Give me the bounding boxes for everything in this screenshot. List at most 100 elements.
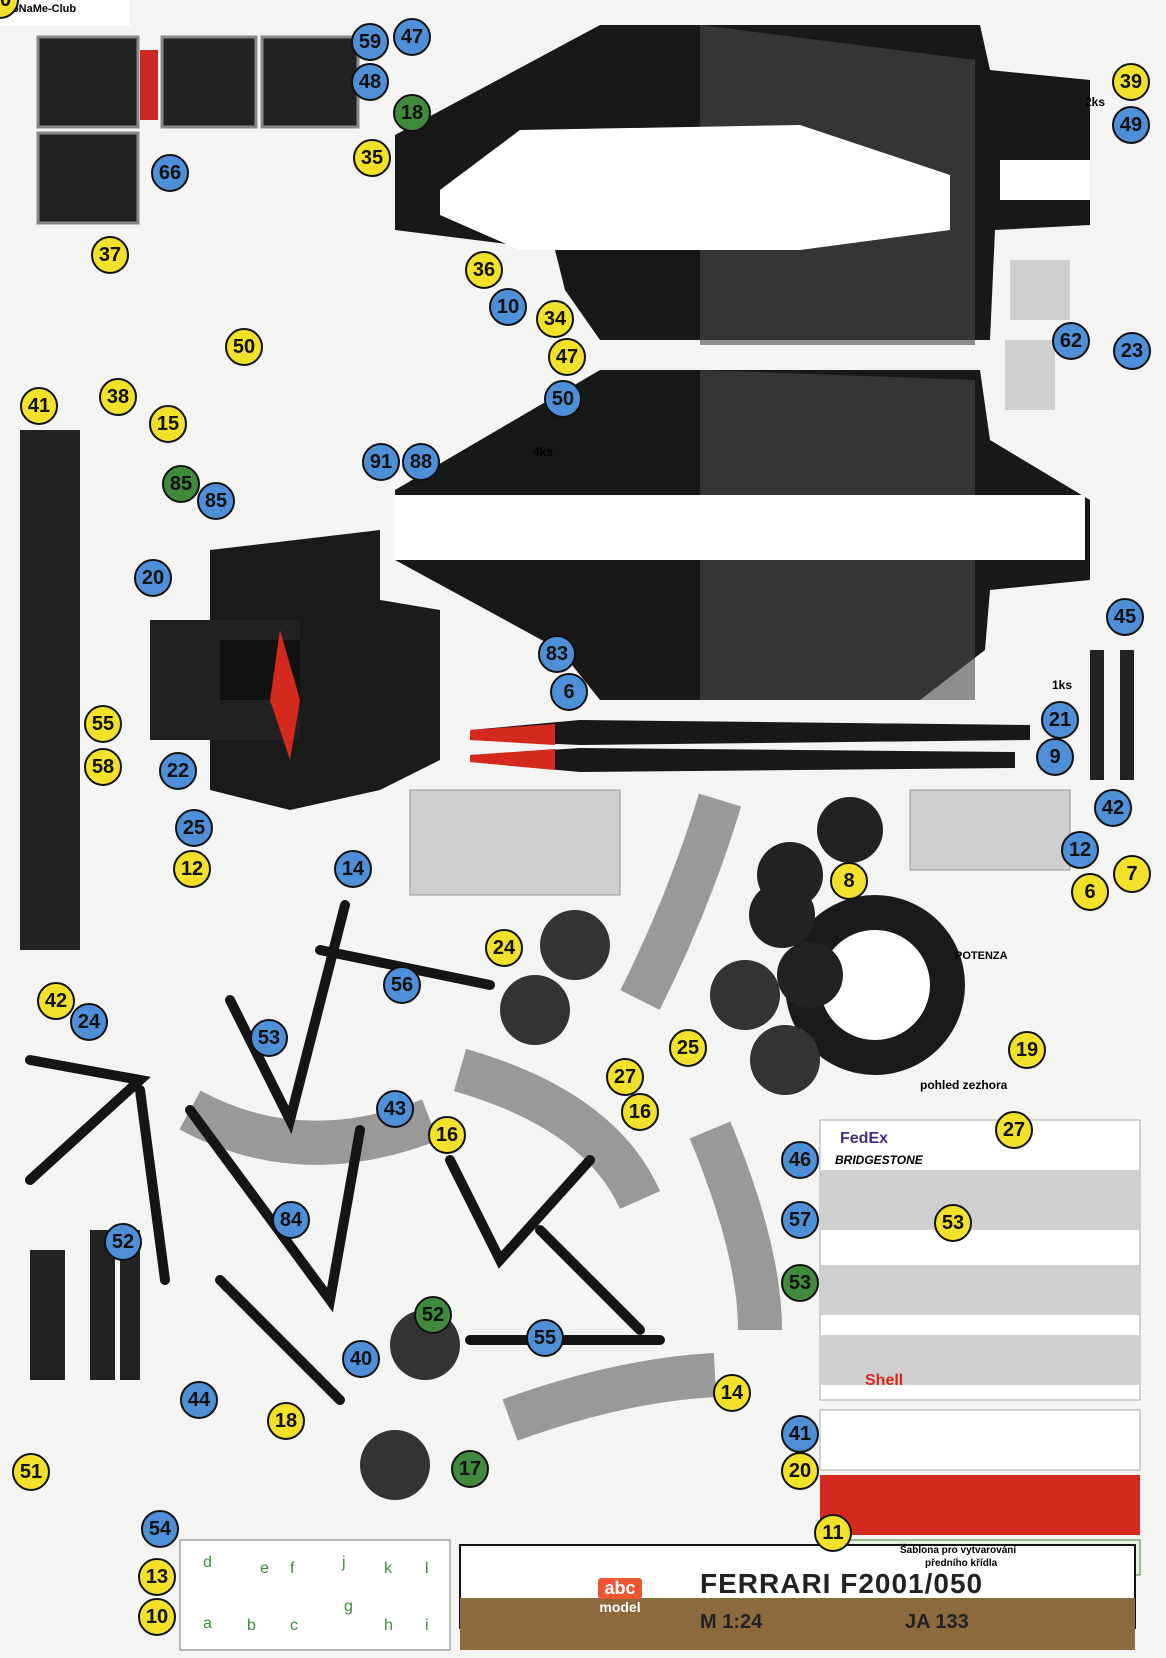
part-badge: 47 (393, 18, 431, 56)
part-badge: 11 (814, 1514, 852, 1552)
part-badge: 16 (428, 1116, 466, 1154)
part-badge: 53 (781, 1264, 819, 1302)
part-badge: 37 (91, 236, 129, 274)
part-badge: 17 (451, 1450, 489, 1488)
top-view-note: pohled zezhora (920, 1078, 1008, 1092)
part-badge: 62 (1052, 322, 1090, 360)
part-badge: 27 (995, 1111, 1033, 1149)
part-nose (470, 720, 1030, 772)
part-badge: 16 (621, 1093, 659, 1131)
part-badge: 6 (550, 673, 588, 711)
assembly-letter: d (203, 1554, 212, 1571)
sponsor-bridgestone: BRIDGESTONE (835, 1153, 923, 1167)
part-badge: 88 (402, 443, 440, 481)
part-badge: 35 (353, 139, 391, 177)
part-badge: 91 (362, 443, 400, 481)
part-badge: 18 (267, 1402, 305, 1440)
assembly-letter: a (203, 1615, 212, 1632)
part-badge: 52 (104, 1223, 142, 1261)
part-badge: 50 (544, 380, 582, 418)
part-badge: 58 (84, 748, 122, 786)
assembly-letter: b (247, 1617, 256, 1634)
part-badge: 12 (1061, 831, 1099, 869)
part-badge: 20 (134, 559, 172, 597)
part-badge: 39 (1112, 63, 1150, 101)
part-badge: 56 (383, 966, 421, 1004)
part-badge: 57 (781, 1201, 819, 1239)
part-side-panels (36, 35, 360, 225)
part-arcs (179, 793, 782, 1441)
sponsor-shell: Shell (865, 1372, 904, 1389)
assembly-letter: j (342, 1554, 346, 1571)
part-badge: 20 (781, 1452, 819, 1490)
part-badge: 24 (70, 1003, 108, 1041)
part-badge: 43 (376, 1090, 414, 1128)
part-badge: 13 (138, 1558, 176, 1596)
assembly-letter: g (344, 1598, 353, 1615)
assembly-letter: f (290, 1560, 295, 1577)
brand-logo: abc model (580, 1578, 660, 1615)
kit-code: JA 133 (905, 1611, 969, 1633)
assembly-letter: k (384, 1560, 392, 1577)
brand-abc: abc (598, 1578, 642, 1599)
qty-1ks: 1ks (1052, 678, 1073, 692)
part-badge: 59 (351, 23, 389, 61)
part-badge: 25 (669, 1029, 707, 1067)
part-badge: 38 (99, 378, 137, 416)
part-wheels (360, 797, 965, 1500)
part-chassis-upper (395, 25, 1090, 345)
part-badge: 84 (272, 1201, 310, 1239)
part-letter-tabs (179, 1539, 451, 1651)
part-badge: 42 (37, 982, 75, 1020)
kit-name: FERRARI F2001/050 (700, 1568, 984, 1599)
part-badge: 19 (1008, 1031, 1046, 1069)
part-badge: 45 (1106, 598, 1144, 636)
part-badge: 24 (485, 929, 523, 967)
template-note-line2: předního křídla (925, 1558, 998, 1569)
sponsor-fedex: FedEx (840, 1130, 889, 1147)
part-badge: 85 (162, 465, 200, 503)
part-badge: 47 (548, 338, 586, 376)
part-badge: 10 (489, 288, 527, 326)
part-badge: 44 (180, 1381, 218, 1419)
part-badge: 55 (84, 705, 122, 743)
part-posts (20, 430, 1134, 1380)
part-bottom-strip (459, 1544, 1136, 1650)
part-badge: 9 (1036, 738, 1074, 776)
part-badge: 52 (414, 1296, 452, 1334)
assembly-letter: e (260, 1560, 269, 1577)
part-badge: 41 (781, 1415, 819, 1453)
kit-scale: M 1:24 (700, 1611, 763, 1633)
part-badge: 49 (1112, 106, 1150, 144)
part-badge: 53 (250, 1019, 288, 1057)
qty-2ks: 2ks (1085, 95, 1106, 109)
part-badge: 10 (138, 1598, 176, 1636)
part-badge: 25 (175, 809, 213, 847)
sponsor-potenza: POTENZA (955, 950, 1008, 962)
part-badge: 54 (141, 1510, 179, 1548)
part-badge: 51 (12, 1453, 50, 1491)
part-badge: 6 (1071, 873, 1109, 911)
part-badge: 7 (1113, 855, 1151, 893)
assembly-letter: i (425, 1617, 429, 1634)
part-badge: 15 (149, 405, 187, 443)
part-cockpit (150, 530, 440, 810)
part-badge: 14 (713, 1374, 751, 1412)
part-badge: 12 (173, 850, 211, 888)
assembly-letter: c (290, 1617, 298, 1634)
part-badge: 18 (393, 94, 431, 132)
template-note-line1: Šablona pro vytvarování (900, 1545, 1017, 1556)
qty-4ks: 4ks (533, 445, 554, 459)
watermark: NoNaMe-Club (0, 0, 130, 26)
part-gray-panels (409, 260, 1071, 896)
part-chassis-lower (395, 370, 1090, 700)
part-badge: 53 (934, 1204, 972, 1242)
part-badge: 22 (159, 752, 197, 790)
part-badge: 40 (342, 1340, 380, 1378)
part-badge: 36 (465, 251, 503, 289)
part-badge: 48 (351, 63, 389, 101)
part-badge: 41 (20, 387, 58, 425)
part-badge: 23 (1113, 332, 1151, 370)
part-badge: 66 (151, 154, 189, 192)
